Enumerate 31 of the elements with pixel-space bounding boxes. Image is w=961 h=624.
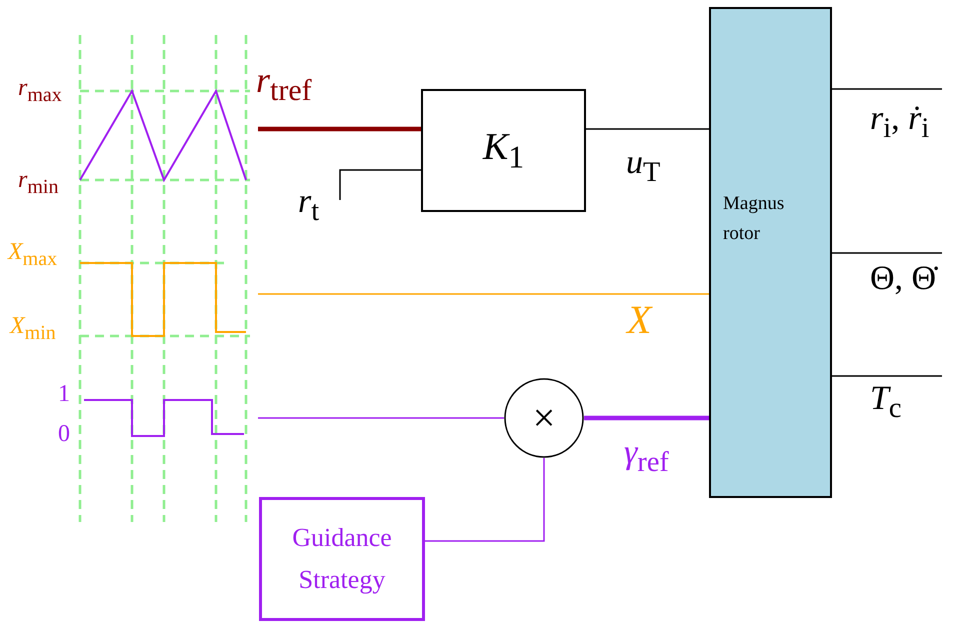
guidance-block	[259, 497, 425, 621]
level-label: X$_{max}$	[8, 240, 58, 269]
signal-label: r$_{t}$	[298, 185, 320, 226]
controller-block	[421, 89, 586, 212]
signal-label: T$_{c}$	[870, 382, 902, 424]
level-label: X$_{min}$	[10, 314, 56, 343]
level-label: 0	[58, 422, 70, 446]
multiplier-circle	[504, 378, 584, 458]
connector-line	[584, 416, 709, 420]
plant-block	[709, 7, 832, 498]
level-label: r$_{min}$	[18, 168, 58, 197]
signal-label: γ$_{ref}$	[624, 436, 669, 478]
multiply-sign: ×	[532, 394, 556, 442]
connector-line	[425, 458, 545, 542]
signal-label: Θ, Θ̇	[870, 262, 936, 296]
connector-line	[258, 417, 504, 419]
level-label: r$_{max}$	[18, 76, 62, 105]
connector-line	[258, 126, 421, 132]
signal-label: X	[627, 300, 652, 340]
block-label: Guidance Strategy	[291, 522, 393, 596]
block-label: Magnus rotor	[723, 192, 786, 246]
connector-line	[586, 128, 709, 130]
connector-line	[258, 293, 709, 295]
connector-line	[832, 252, 942, 254]
connector-line	[832, 88, 942, 90]
level-label: 1	[58, 382, 70, 406]
signal-label: u$_{T}$	[626, 146, 660, 188]
connector-line	[832, 375, 942, 377]
connector-line	[339, 169, 421, 200]
signal-label: r$_{i}$, ṙ$_{i}$	[870, 102, 930, 144]
block-label: K$_{1}$	[482, 125, 524, 177]
